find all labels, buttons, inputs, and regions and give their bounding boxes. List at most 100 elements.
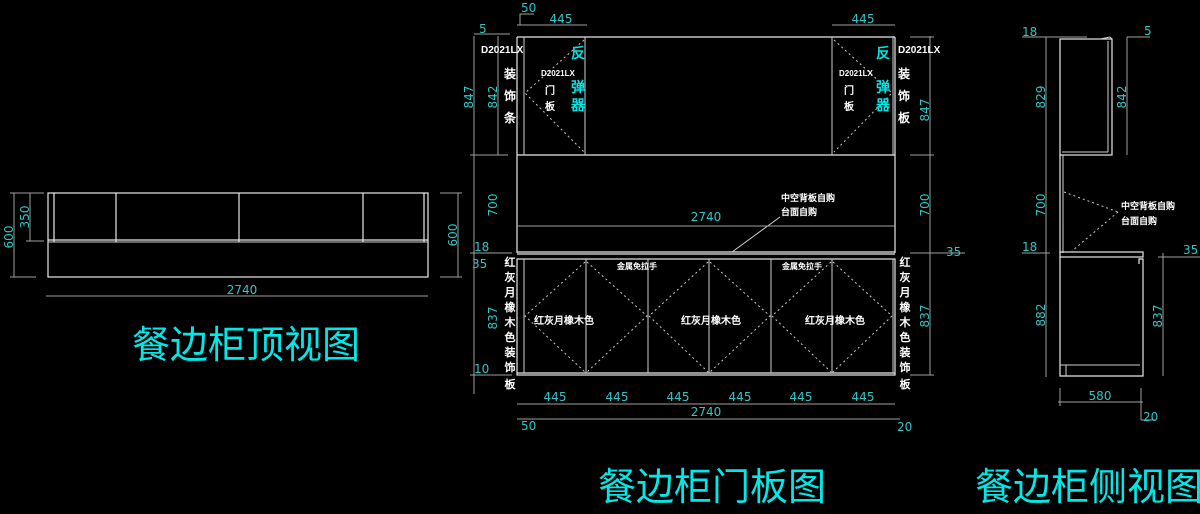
dim-2740-top-view: 2740	[227, 283, 258, 297]
handle-label: 金属免拉手	[616, 261, 657, 271]
dim-2740-bottom: 2740	[691, 405, 722, 419]
side-view: 18 829 700 18 882 5 842 35 837 580 20 中空…	[975, 24, 1200, 509]
right-panel-char: 装	[897, 66, 910, 81]
side-panel-char: 板	[900, 377, 912, 391]
door-swing-line	[648, 261, 709, 373]
side-panel-char: 橡	[505, 300, 516, 314]
side-panel-char: 红	[900, 255, 911, 269]
door-color-label: 红灰月橡木色	[681, 314, 741, 327]
dim-445-top-right: 445	[852, 12, 875, 26]
lower-cabinet-outline	[516, 258, 896, 376]
dim-837-side: 837	[1151, 305, 1165, 328]
left-strip-char: 装	[503, 66, 516, 81]
door-view: 50 445 445 5 847 842 700 18 35 837 10 84…	[462, 1, 965, 509]
dim-600-right: 600	[446, 224, 460, 247]
side-backboard-note: 中空背板自购	[1121, 200, 1175, 212]
dim-50-top: 50	[521, 1, 536, 15]
left-door-code: D2021LX	[541, 69, 575, 78]
side-panel-char: 月	[899, 286, 911, 299]
dim-20-bottom: 20	[897, 420, 912, 434]
dim-829: 829	[1034, 86, 1048, 109]
dim-20-side: 20	[1143, 410, 1158, 424]
left-strip-code: D2021LX	[481, 45, 524, 56]
dim-837-left: 837	[486, 307, 500, 330]
leader-line	[731, 216, 781, 253]
side-panel-char: 饰	[900, 360, 911, 374]
dim-445-bottom: 445	[852, 390, 875, 404]
door-swing-line	[586, 261, 648, 373]
dim-445-bottom: 445	[606, 390, 629, 404]
dim-700-left: 700	[486, 194, 500, 217]
right-door-char: 门	[844, 84, 854, 97]
dim-882: 882	[1034, 304, 1048, 327]
dim-18-top: 18	[1022, 25, 1037, 39]
door-swing-line	[771, 261, 832, 373]
dim-5-side: 5	[1144, 24, 1152, 38]
side-panel-char: 红	[505, 255, 516, 269]
dim-847-right: 847	[918, 99, 932, 122]
dim-847-left: 847	[462, 86, 476, 109]
lower-cabinet-side	[1059, 257, 1144, 377]
side-panel-char: 月	[504, 286, 516, 299]
side-panel-char: 色	[505, 330, 516, 344]
side-leader-dotted	[1063, 191, 1119, 213]
dim-600-left: 600	[2, 226, 16, 249]
dim-837-right: 837	[918, 305, 932, 328]
dim-445-bottom: 445	[667, 390, 690, 404]
dim-18-left: 18	[474, 240, 489, 254]
rebound-char-right: 弹	[876, 79, 890, 96]
door-view-title: 餐边柜门板图	[598, 465, 826, 509]
side-countertop-note: 台面自购	[1121, 215, 1157, 227]
upper-left-door-swing	[524, 39, 585, 153]
dim-10-left: 10	[474, 362, 489, 376]
rebound-char-right: 器	[875, 98, 891, 114]
dim-445-top-left: 445	[550, 12, 573, 26]
dim-700-side: 700	[1034, 194, 1048, 217]
dim-5-top: 5	[479, 22, 487, 36]
top-view-title: 餐边柜顶视图	[132, 323, 360, 367]
dim-35-left: 35	[472, 257, 487, 271]
right-panel-char: 板	[898, 110, 911, 125]
door-swing-line	[524, 261, 586, 373]
side-panel-char: 木	[899, 315, 912, 329]
dim-445-bottom: 445	[790, 390, 813, 404]
upper-right-door-swing	[833, 39, 893, 153]
backboard-note: 中空背板自购	[781, 192, 835, 204]
top-view: 600 350 600 2740 餐边柜顶视图	[2, 192, 462, 367]
dim-350: 350	[18, 206, 32, 229]
left-side-panel-label: 红 灰 月 橡 木 色 装 饰 板	[504, 255, 517, 391]
side-panel-char: 装	[899, 345, 911, 359]
right-panel-char: 饰	[898, 88, 910, 103]
top-view-outline	[47, 192, 429, 278]
dim-445-bottom: 445	[729, 390, 752, 404]
rebound-char-left: 反	[571, 45, 585, 62]
right-door-code: D2021LX	[839, 69, 873, 78]
door-swing-line	[709, 261, 771, 373]
handle-label: 金属免拉手	[781, 261, 822, 271]
dim-2740-mid: 2740	[691, 210, 722, 224]
left-door-char: 门	[545, 84, 555, 97]
dim-842-left: 842	[486, 86, 500, 109]
side-panel-char: 饰	[505, 360, 516, 374]
rebound-char-left: 弹	[571, 79, 585, 96]
upper-cabinet-side	[1059, 38, 1113, 156]
left-door-char: 板	[545, 100, 556, 113]
side-panel-char: 木	[504, 315, 517, 329]
rebound-char-left: 器	[570, 98, 586, 114]
right-door-char: 板	[844, 100, 855, 113]
side-view-title: 餐边柜侧视图	[975, 465, 1200, 509]
door-swing-line	[832, 261, 893, 373]
dim-35-side: 35	[1183, 243, 1198, 257]
dim-700-right: 700	[918, 194, 932, 217]
rebound-char-right: 反	[876, 45, 890, 62]
left-strip-char: 饰	[504, 88, 516, 103]
dim-580: 580	[1089, 389, 1112, 403]
door-color-label: 红灰月橡木色	[534, 314, 594, 327]
dim-842-side: 842	[1115, 86, 1129, 109]
door-color-label: 红灰月橡木色	[805, 314, 865, 327]
dim-line	[519, 13, 534, 25]
left-strip-char: 条	[503, 110, 517, 125]
side-panel-char: 装	[504, 345, 516, 359]
side-panel-char: 灰	[900, 270, 911, 284]
